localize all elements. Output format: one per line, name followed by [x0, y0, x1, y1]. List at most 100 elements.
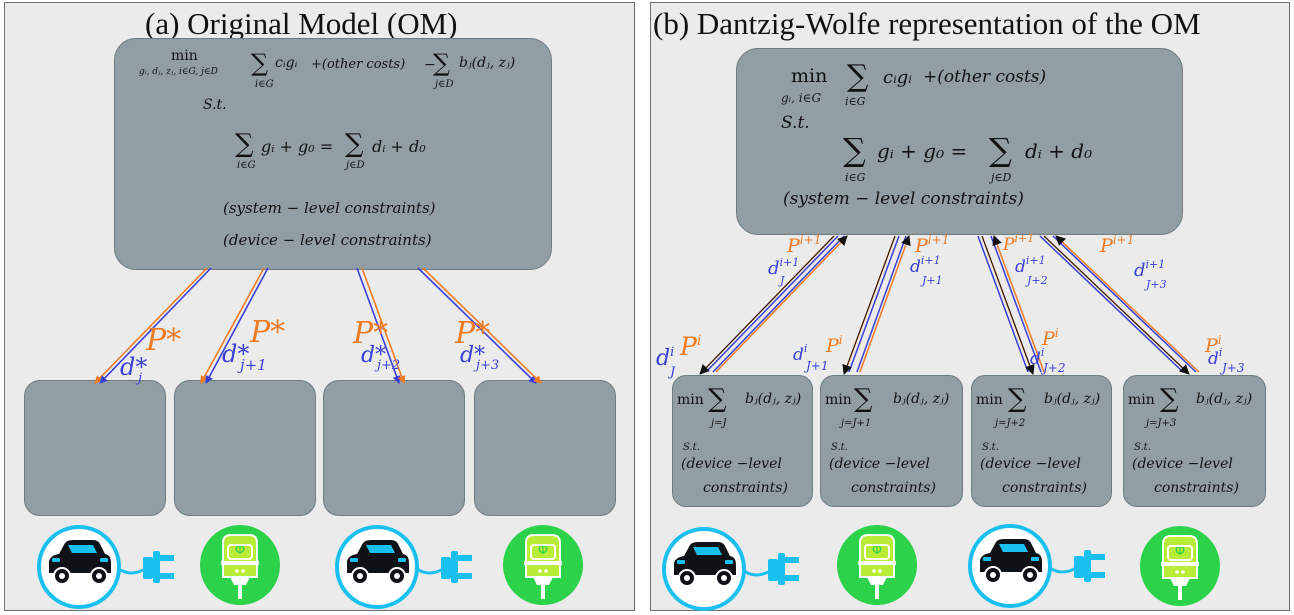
label-d-sup: i+1 [780, 256, 800, 269]
om-sum1-sub: i∈G [255, 79, 274, 90]
charging-station-icon [199, 524, 281, 606]
arrow-demand-j1 [205, 267, 269, 384]
svg-text:Pi: Pi [1041, 326, 1059, 350]
om-bal-sum2: ∑ [345, 129, 364, 159]
sub-sum: ∑ [1008, 384, 1027, 414]
arrow-price-j1 [200, 267, 265, 384]
label-d-sup: i [1219, 346, 1223, 359]
master-sum-sub: i∈G [845, 95, 866, 108]
sub-constraint-1: (device −level [681, 456, 782, 472]
label-d-sub: J+1 [920, 274, 943, 287]
label-p-sup: i [697, 333, 701, 349]
sub-st: S.t. [831, 442, 848, 453]
label-p: P [1099, 235, 1114, 257]
label-d: d [768, 258, 780, 279]
om-sum2: ∑ [433, 49, 451, 77]
electric-car-plug-icon [968, 524, 1107, 608]
sub-min: min [1128, 392, 1155, 408]
om-minus: − [424, 57, 436, 73]
label-d-sup: i+1 [1146, 258, 1166, 271]
arrow-demand-j2 [356, 267, 401, 384]
label-p: P [1002, 235, 1015, 255]
svg-text:di+1: di+1 [910, 254, 941, 277]
label-d-sub: j+2 [374, 358, 400, 373]
electric-car-plug-icon [37, 525, 176, 609]
label-d: d [910, 257, 921, 277]
master-min-sub: gᵢ, i∈G [781, 91, 822, 105]
om-arrow-labels: P* d* j P* d* j+1 P* d* j+2 P* d* j+3 [120, 315, 499, 386]
om-device-box [323, 380, 465, 516]
arrow-demand-j [705, 235, 839, 373]
master-problem-box: min gᵢ, i∈G ∑ i∈G cᵢgᵢ +(other costs) S.… [736, 48, 1183, 235]
arrow-price-return-j [715, 235, 848, 373]
arrow-demand-return-j3 [1052, 235, 1197, 373]
charging-station-icon [1139, 525, 1221, 607]
label-d: d [793, 345, 804, 365]
master-bal-sum1: ∑ [843, 131, 866, 169]
sub-min: min [825, 392, 852, 408]
label-d-sub: J [778, 274, 785, 287]
svg-text:Pi+1: Pi+1 [1099, 233, 1134, 257]
arrow-head-j2 [981, 235, 1035, 375]
om-st: S.t. [203, 97, 227, 113]
charging-station-icon [836, 524, 918, 606]
label-d-sup: i+1 [921, 254, 941, 267]
label-d-star: d* [361, 343, 386, 368]
sub-sum-sub: j=J+3 [1146, 418, 1177, 429]
arrow-price-return-j1 [859, 235, 911, 373]
label-p: P [914, 235, 929, 257]
label-d-sub: J+2 [1025, 274, 1048, 287]
arrow-demand-j3 [1039, 235, 1184, 373]
label-p: P [786, 235, 801, 257]
charging-station-icon [502, 524, 584, 606]
sub-term: bⱼ(dⱼ, zⱼ) [1044, 391, 1101, 407]
sub-term: bⱼ(dⱼ, zⱼ) [893, 391, 950, 407]
arrow-price-return-j3 [1055, 235, 1200, 373]
label-p-star: P* [145, 323, 181, 358]
label-d-star: d* [460, 343, 485, 368]
svg-text:Pi+1: Pi+1 [1002, 232, 1034, 255]
master-bal-sum2-sub: j∈D [991, 171, 1012, 184]
label-d-sub: J+3 [1144, 278, 1167, 291]
arrow-demand-j3 [417, 267, 537, 384]
om-device-box [24, 380, 166, 516]
sub-min: min [976, 392, 1003, 408]
om-main-box: min gᵢ, dⱼ, zⱼ, i∈G, j∈D ∑ i∈G cᵢgᵢ +(ot… [114, 38, 552, 270]
om-bal-sum1-sub: i∈G [237, 160, 256, 171]
arrow-price-j2 [361, 267, 406, 384]
sub-sum-sub: j=J+1 [841, 418, 872, 429]
om-bal-sum1: ∑ [235, 129, 254, 159]
svg-text:Pi: Pi [679, 332, 701, 361]
arrow-price-j [94, 267, 208, 384]
om-device-box [474, 380, 616, 516]
sub-constraint-1: (device −level [980, 456, 1081, 472]
om-arrows [94, 267, 542, 384]
label-p-star: P* [249, 315, 285, 350]
master-bal-rhs: dᵢ + d₀ [1025, 139, 1093, 163]
label-d: d [1208, 349, 1219, 369]
master-min: min [791, 65, 828, 87]
master-bal-sum1-sub: i∈G [845, 171, 866, 184]
svg-text:Pi: Pi [1204, 333, 1222, 357]
panel-a-title: (a) Original Model (OM) [145, 6, 458, 41]
svg-text:di: di [793, 342, 807, 365]
om-sum2-sub: j∈D [435, 79, 454, 90]
subproblem-box-j3: min ∑ j=J+3 bⱼ(dⱼ, zⱼ) S.t. (device −lev… [1123, 375, 1266, 507]
label-d-sup: i+1 [1026, 254, 1046, 267]
sub-sum-sub: j=J [711, 418, 727, 429]
om-term2: bⱼ(dⱼ, zⱼ) [459, 55, 516, 71]
label-p: P [1204, 335, 1219, 357]
sub-constraint-2: constraints) [1154, 480, 1239, 496]
svg-text:Pi+1: Pi+1 [914, 233, 949, 257]
panel-original-model: (a) Original Model (OM) min gᵢ, dⱼ, zⱼ, … [4, 2, 635, 611]
om-bal-lhs: gᵢ + g₀ = [261, 137, 334, 156]
master-st: S.t. [781, 113, 810, 133]
svg-text:di: di [656, 345, 674, 371]
om-bal-rhs: dᵢ + d₀ [372, 137, 426, 156]
label-d-sub: J+3 [1219, 361, 1245, 375]
label-d: d [1030, 349, 1041, 369]
arrow-demand-return-j1 [856, 235, 907, 373]
label-p-sup: i+1 [1113, 233, 1135, 247]
master-other-costs: +(other costs) [923, 67, 1047, 87]
electric-car-plug-icon [662, 527, 801, 611]
